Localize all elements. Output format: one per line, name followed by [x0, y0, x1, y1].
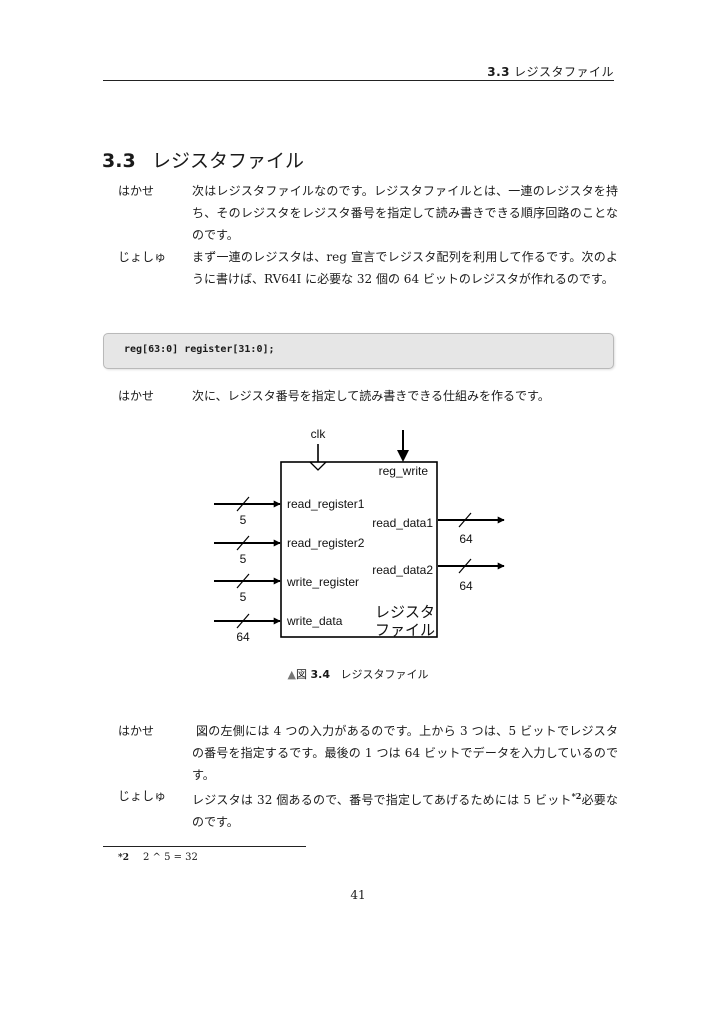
dialog-text: レジスタは 32 個あるので、番号で指定してあげるためには 5 ビット*2必要な… — [192, 785, 618, 833]
input-port-label: read_register1 — [287, 497, 365, 511]
footnote-mark: *2 — [118, 853, 129, 863]
footnote-text: 2 ^ 5 = 32 — [142, 852, 198, 863]
block-name-line2: ファイル — [375, 622, 435, 639]
dialog-text: まず一連のレジスタは、reg 宣言でレジスタ配列を利用して作るです。次のように書… — [192, 250, 618, 286]
footnote: *2 2 ^ 5 = 32 — [118, 852, 198, 863]
bus-slash — [236, 535, 250, 551]
dialog-text-part: レジスタは 32 個あるので、番号で指定してあげるためには 5 ビット — [192, 793, 572, 807]
reg-write-arrowhead — [397, 450, 409, 462]
reg-write-label: reg_write — [379, 464, 429, 478]
speaker-label: じょしゅ — [118, 789, 167, 803]
bus-slash — [236, 613, 250, 629]
caption-title: レジスタファイル — [340, 668, 429, 681]
clk-label: clk — [311, 427, 327, 441]
code-text: reg[63:0] register[31:0]; — [124, 344, 275, 355]
running-header-title: レジスタファイル — [513, 65, 614, 79]
caption-triangle-icon: ▲ — [287, 668, 296, 681]
bus-width-label: 64 — [236, 630, 250, 644]
dialog-text-part: 必要なのです。 — [192, 793, 618, 829]
register-file-diagram: clk reg_write 5 read_register1 5 read_re… — [214, 427, 505, 644]
bus-width-label: 64 — [459, 579, 473, 593]
dialog-text: 図の左側には 4 つの入力があるのです。上から 3 つは、5 ビットでレジスタの… — [192, 724, 618, 782]
section-number: 3.3 — [102, 150, 136, 172]
section-title-text: レジスタファイル — [152, 150, 305, 172]
bus-width-label: 5 — [240, 552, 247, 566]
input-port-label: read_register2 — [287, 536, 365, 550]
dialog-entry: はかせ 次に、レジスタ番号を指定して読み書きできる仕組みを作るです。 — [103, 385, 618, 407]
running-header-number: 3.3 — [487, 65, 510, 79]
bus-slash — [236, 496, 250, 512]
output-port-label: read_data2 — [372, 563, 433, 577]
speaker-label: はかせ — [118, 724, 155, 738]
output-port-label: read_data1 — [372, 516, 433, 530]
speaker-label: じょしゅ — [118, 250, 167, 264]
caption-prefix: 図 — [295, 668, 307, 681]
block-name-line1: レジスタ — [375, 604, 435, 621]
footnote-rule — [103, 846, 306, 847]
dialog-entry: じょしゅ レジスタは 32 個あるので、番号で指定してあげるためには 5 ビット… — [103, 785, 618, 833]
speaker-label: はかせ — [118, 389, 155, 403]
dialog-text: 次に、レジスタ番号を指定して読み書きできる仕組みを作るです。 — [192, 389, 550, 403]
dialog-entry: じょしゅ まず一連のレジスタは、reg 宣言でレジスタ配列を利用して作るです。次… — [103, 246, 618, 290]
figure-caption: ▲図 3.4 レジスタファイル — [0, 666, 716, 682]
bus-width-label: 5 — [240, 513, 247, 527]
clock-edge-symbol — [309, 461, 327, 471]
bus-width-label: 5 — [240, 590, 247, 604]
code-block: reg[63:0] register[31:0]; — [103, 333, 614, 369]
section-title: 3.3 レジスタファイル — [102, 146, 304, 173]
page-number: 41 — [350, 888, 366, 902]
input-port-label: write_register — [286, 575, 359, 589]
bus-slash — [236, 573, 250, 589]
speaker-label: はかせ — [118, 184, 155, 198]
bus-slash — [458, 558, 472, 574]
dialog-entry: はかせ 次はレジスタファイルなのです。レジスタファイルとは、一連のレジスタを持ち… — [103, 180, 618, 246]
dialog-entry: はかせ 図の左側には 4 つの入力があるのです。上から 3 つは、5 ビットでレ… — [103, 720, 618, 786]
header-rule — [103, 80, 614, 81]
bus-slash — [458, 512, 472, 528]
caption-number: 3.4 — [310, 668, 330, 681]
dialog-text: 次はレジスタファイルなのです。レジスタファイルとは、一連のレジスタを持ち、そのレ… — [192, 184, 618, 242]
input-port-label: write_data — [286, 614, 343, 628]
footnote-reference[interactable]: *2 — [571, 791, 582, 801]
register-file-block — [280, 461, 438, 638]
bus-width-label: 64 — [459, 532, 473, 546]
